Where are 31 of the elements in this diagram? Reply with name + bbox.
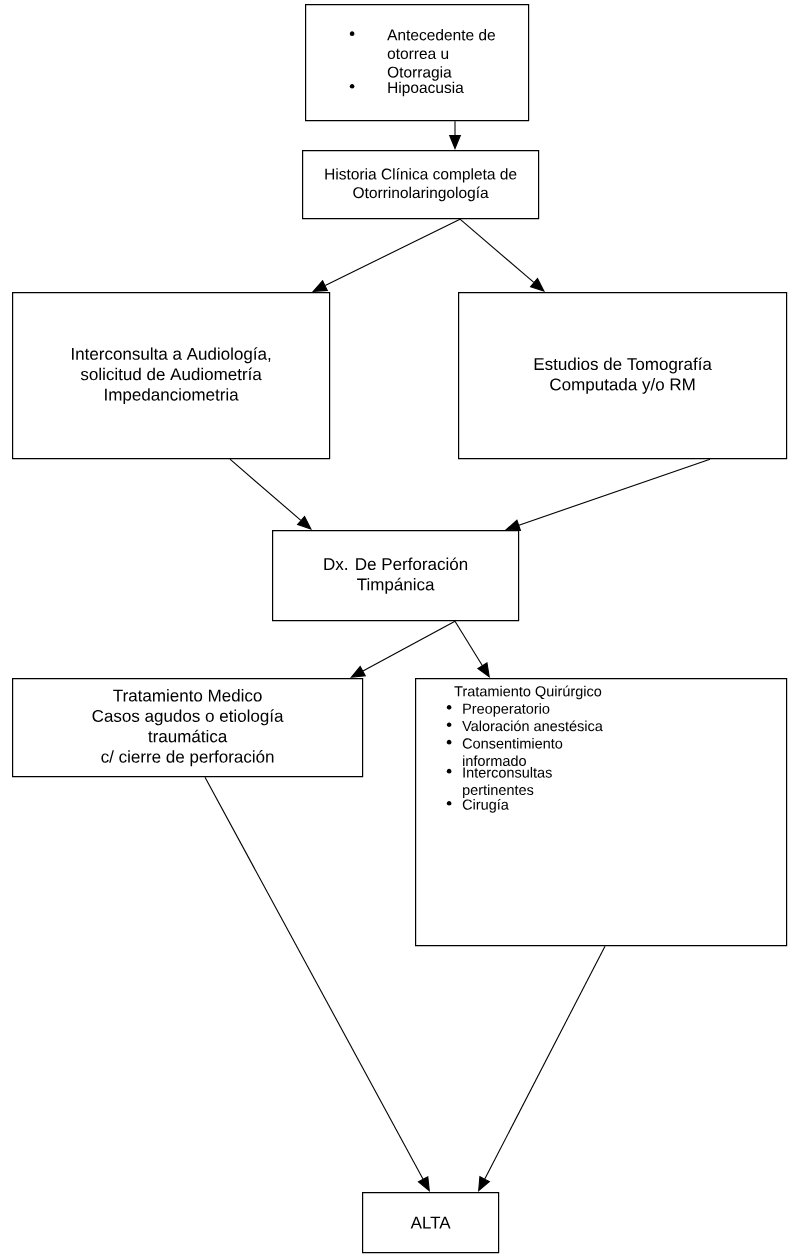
arrow bbox=[505, 458, 711, 531]
bullet-item: Interconsultas pertinentes bbox=[463, 767, 552, 798]
bullet-item: Preoperatorio bbox=[463, 703, 550, 717]
process-box bbox=[415, 678, 788, 947]
process-box bbox=[305, 4, 530, 122]
process-box bbox=[458, 292, 788, 460]
box-text: Tratamiento Medico bbox=[113, 689, 262, 702]
process-box bbox=[272, 530, 520, 622]
process-box bbox=[12, 292, 331, 460]
box-text: ALTA bbox=[410, 1216, 451, 1229]
arrow bbox=[229, 458, 312, 530]
arrow bbox=[459, 218, 545, 292]
box-text: c/ cierre de perforación bbox=[101, 750, 274, 767]
box-text: Estudios de Tomografía Computada y/o RM bbox=[534, 357, 712, 394]
box-heading: Tratamiento Quirúrgico bbox=[454, 685, 602, 700]
bullet-item: Antecedente de otorrea u Otorragia bbox=[387, 29, 495, 81]
arrow bbox=[478, 945, 606, 1192]
arrow bbox=[454, 620, 490, 678]
arrow bbox=[204, 776, 430, 1192]
bullet-item: Hipoacusia bbox=[388, 81, 464, 97]
process-box bbox=[302, 150, 540, 220]
box-text: Historia Clínica completa de Otorrinolaringología bbox=[325, 168, 517, 202]
box-text: Dx. De Perforación Timpánica bbox=[324, 557, 468, 594]
arrow bbox=[350, 620, 456, 678]
bullet-item: Cirugía bbox=[462, 798, 509, 813]
bullet-item: Valoración anestésica bbox=[462, 720, 603, 732]
bullet-item: Consentimiento informado bbox=[462, 738, 563, 767]
arrow bbox=[312, 218, 461, 292]
process-box bbox=[362, 1192, 500, 1254]
process-box bbox=[12, 678, 364, 778]
box-text: Interconsulta a Audiología, solicitud de Audiometría Impedanciometria bbox=[72, 347, 271, 405]
